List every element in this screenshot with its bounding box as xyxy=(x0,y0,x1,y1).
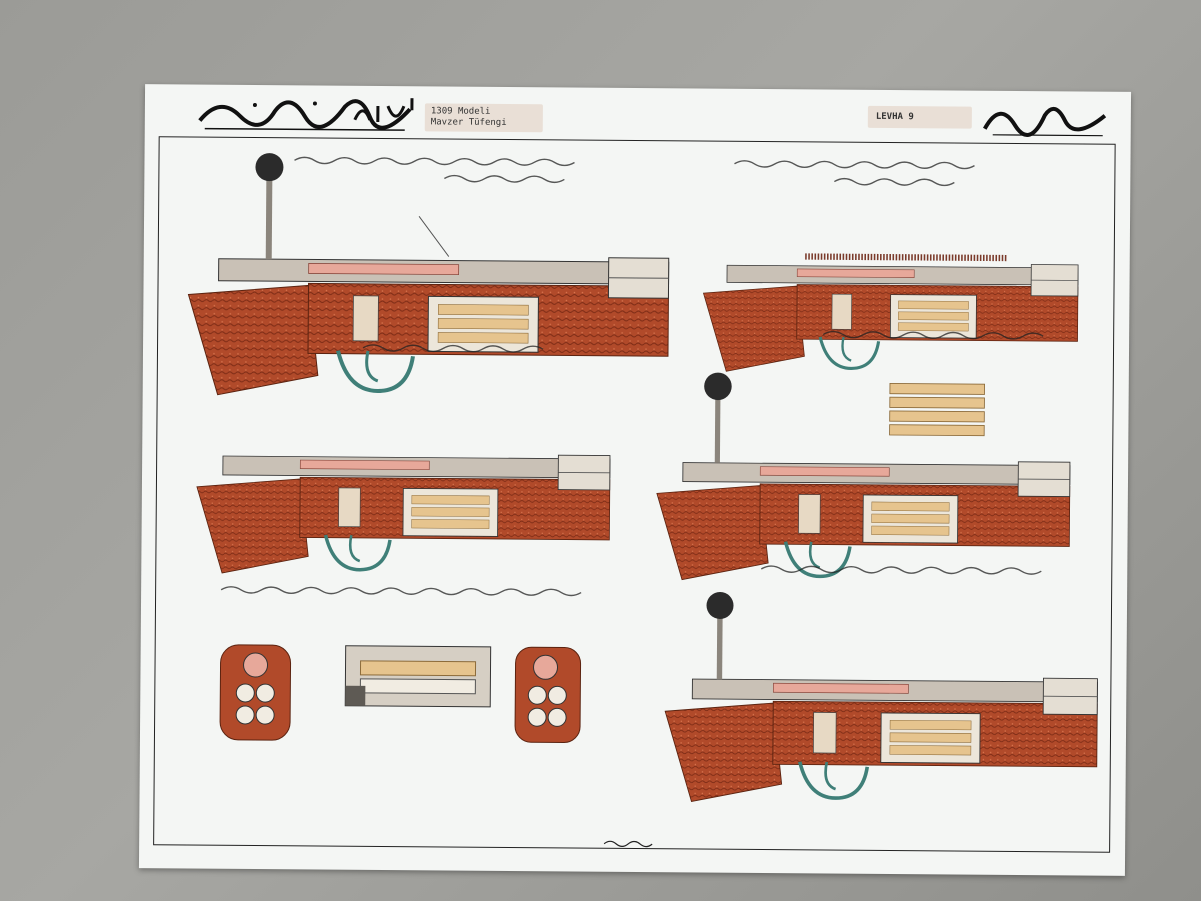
rifle-diagram-fig124 xyxy=(662,591,1100,807)
rifle-diagram-fig122 xyxy=(701,253,1080,376)
cartridge-cross-section-fig129 xyxy=(514,646,582,743)
calligraphy-year xyxy=(353,97,414,122)
illustrations xyxy=(185,153,1100,807)
rifle-diagram-fig123 xyxy=(654,372,1072,585)
rifle-diagram-fig126 xyxy=(194,450,612,578)
caption-script-lines xyxy=(220,156,1044,597)
receiver-cross-section-fig128 xyxy=(344,645,492,708)
bolt-knob-icon xyxy=(706,591,734,619)
bolt-knob-icon xyxy=(704,372,732,401)
printer-imprint xyxy=(603,840,653,848)
poster-sheet: 1309 Modeli Mavzer Tüfengi LEVHA 9 xyxy=(138,84,1132,876)
calligraphy-plate-number xyxy=(983,106,1107,137)
cartridge-cross-section-fig127 xyxy=(219,644,292,741)
bolt-knob-icon xyxy=(255,153,284,182)
stripper-clip-cartridges xyxy=(889,382,985,437)
rifle-diagram-fig125 xyxy=(185,153,671,401)
